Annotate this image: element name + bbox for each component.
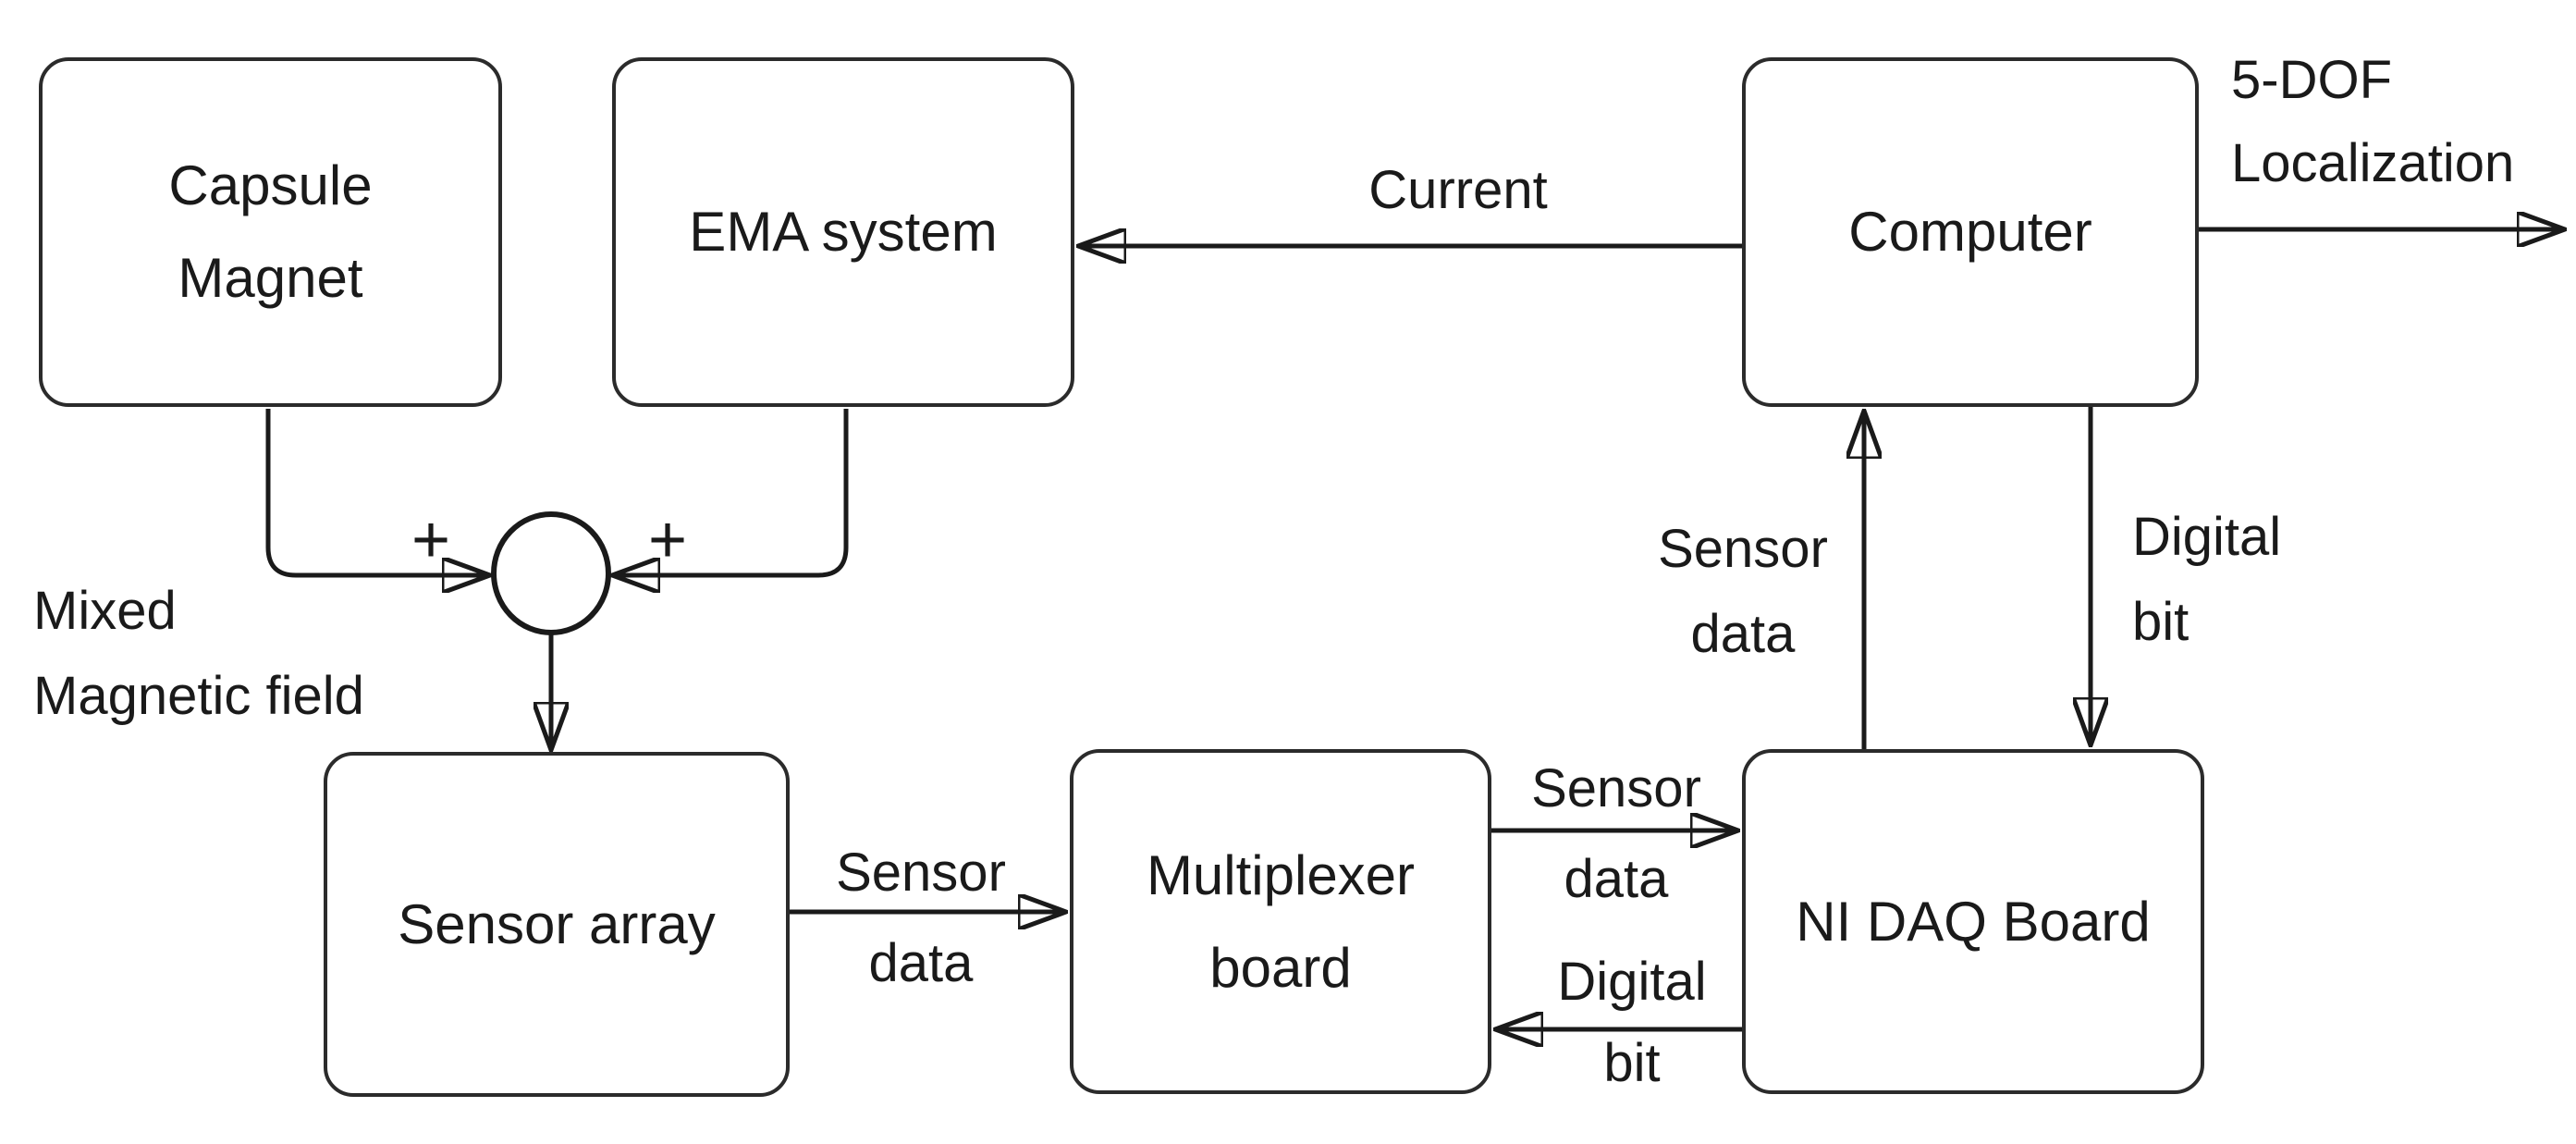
edge-label-sensor-data-daq-to-computer: Sensor data: [1658, 507, 1828, 677]
node-capsule-magnet-label-line2: Magnet: [178, 247, 363, 309]
edge-label-sensor-data-array-to-mux: Sensor data: [836, 828, 1006, 1009]
node-ema-system: EMA system: [612, 57, 1074, 407]
edge-label-5dof-line1: 5-DOF: [2231, 50, 2392, 110]
node-capsule-magnet: Capsule Magnet: [39, 57, 502, 407]
edge-label-mixed-line1: Mixed: [33, 581, 177, 641]
summing-junction-circle: [491, 511, 611, 635]
edge-label-sensor-data-mux-to-daq: Sensor data: [1531, 744, 1701, 925]
sum-plus-sign-left: +: [411, 503, 451, 577]
edge-label-sensor-data-c-line1: Sensor: [1658, 519, 1828, 579]
node-sensor-array-label: Sensor array: [398, 892, 716, 955]
edge-label-5dof-localization: 5-DOF Localization: [2231, 39, 2514, 205]
edge-label-digital-bit-a-line1: Digital: [1557, 952, 1707, 1012]
node-multiplexer-board-label-line1: Multiplexer: [1146, 843, 1416, 906]
node-computer-label: Computer: [1848, 201, 2092, 263]
edge-label-mixed-line2: Magnetic field: [33, 666, 364, 726]
edge-label-digital-bit-computer-to-daq: Digital bit: [2132, 495, 2281, 665]
edge-label-sensor-data-c-line2: data: [1690, 604, 1796, 664]
edge-label-5dof-line2: Localization: [2231, 133, 2515, 193]
edge-label-current: Current: [1368, 160, 1548, 220]
connector-ema-to-sum: [612, 409, 849, 575]
edge-label-sensor-data-b-line1: Sensor: [1531, 758, 1701, 818]
node-computer: Computer: [1742, 57, 2199, 407]
node-ni-daq-board-label: NI DAQ Board: [1796, 890, 2151, 953]
node-capsule-magnet-label-line1: Capsule: [168, 154, 373, 216]
edge-label-digital-bit-a-line2: bit: [1603, 1033, 1661, 1093]
connector-capsule-to-sum: [265, 409, 490, 575]
node-multiplexer-board: Multiplexer board: [1070, 749, 1491, 1094]
edge-label-digital-bit-b-line2: bit: [2132, 592, 2190, 652]
edge-label-sensor-data-b-line2: data: [1564, 849, 1669, 909]
node-ema-system-label: EMA system: [689, 201, 998, 263]
node-sensor-array: Sensor array: [324, 752, 790, 1097]
edge-label-sensor-data-a-line2: data: [868, 933, 974, 993]
edge-label-digital-bit-b-line1: Digital: [2132, 507, 2282, 567]
sum-plus-sign-right: +: [647, 503, 688, 577]
edge-label-sensor-data-a-line1: Sensor: [836, 843, 1006, 903]
node-ni-daq-board: NI DAQ Board: [1742, 749, 2204, 1094]
edge-label-digital-bit-daq-to-mux: Digital bit: [1557, 941, 1706, 1104]
edge-label-mixed-magnetic-field: Mixed Magnetic field: [33, 569, 364, 739]
node-multiplexer-board-label-line2: board: [1209, 936, 1352, 999]
